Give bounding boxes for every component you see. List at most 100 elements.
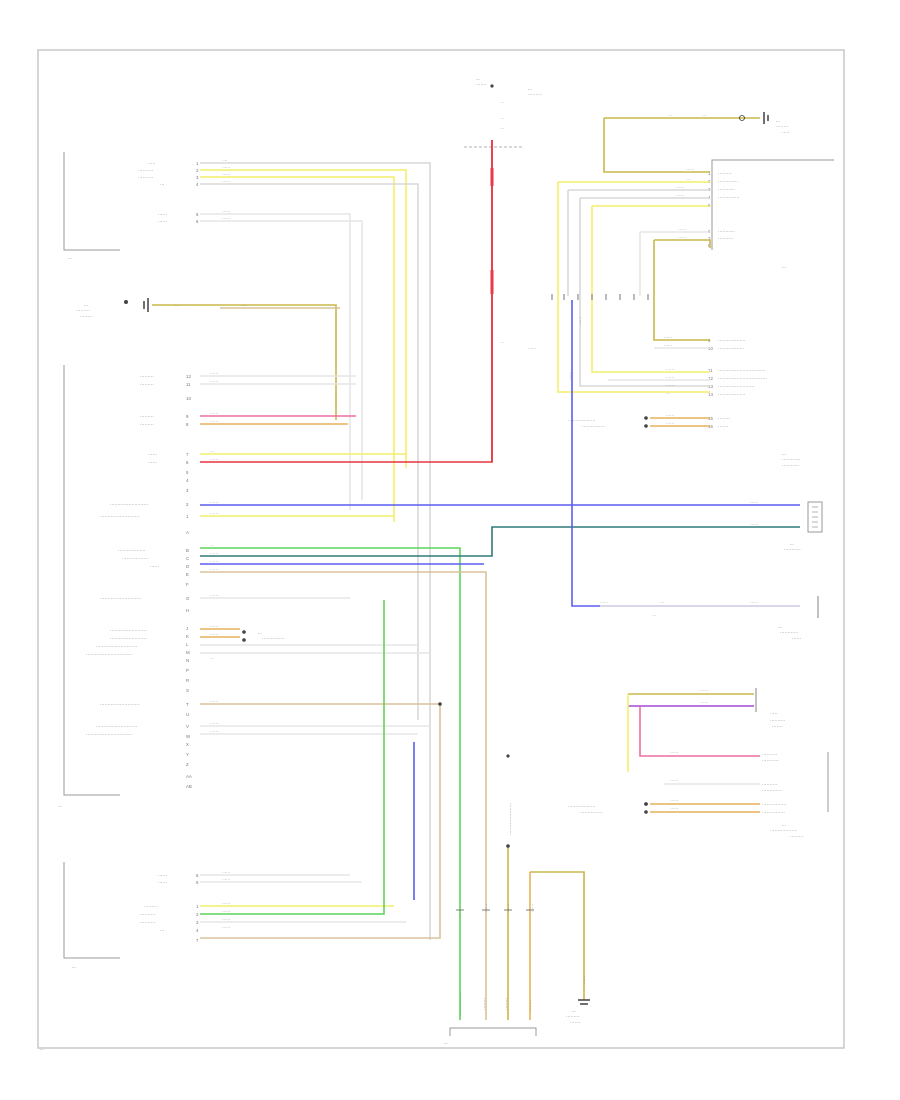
- svg-text:··········: ··········: [718, 236, 733, 241]
- top-fuse-label: ...: [476, 76, 480, 81]
- svg-text:··················: ··················: [568, 418, 596, 423]
- svg-text:······: ······: [158, 212, 167, 217]
- svg-text:···············: ···············: [762, 810, 785, 815]
- svg-text:······: ······: [568, 372, 573, 380]
- svg-text:······: ······: [210, 551, 218, 556]
- bottom-right-switch: ... ··················: [778, 596, 819, 641]
- svg-text:·········: ·········: [140, 422, 154, 427]
- svg-text:······: ······: [600, 600, 608, 605]
- right-switch-label: ...: [782, 451, 786, 456]
- svg-text:2: 2: [186, 502, 189, 507]
- svg-text:······: ······: [158, 219, 167, 224]
- svg-text:·······: ·······: [476, 82, 487, 87]
- svg-text:V: V: [186, 724, 189, 729]
- svg-text:W: W: [186, 734, 191, 739]
- svg-text:···············: ···············: [582, 424, 605, 429]
- svg-text:······························: ······························: [86, 652, 132, 657]
- svg-text:······: ······: [670, 806, 678, 811]
- svg-text:···: ···: [652, 613, 656, 618]
- svg-text:·············: ·············: [718, 179, 738, 184]
- svg-text:······: ······: [150, 564, 159, 569]
- svg-text:······: ······: [582, 976, 587, 984]
- svg-text:E: E: [186, 572, 189, 577]
- svg-text:5: 5: [196, 212, 199, 217]
- svg-text:·········: ·········: [76, 308, 90, 313]
- right-motor: ... ···········: [784, 501, 823, 552]
- svg-text:·····: ·····: [148, 161, 156, 166]
- svg-text:3: 3: [196, 920, 199, 925]
- svg-text:··························: ··························: [100, 702, 140, 707]
- svg-text:······: ······: [686, 167, 694, 172]
- svg-text:G: G: [186, 596, 190, 601]
- bottom-ground-label: ...: [572, 1008, 576, 1013]
- svg-text:·········: ·········: [566, 1014, 580, 1019]
- svg-text:··········: ··········: [140, 920, 155, 925]
- svg-text:·······: ·······: [718, 424, 729, 429]
- svg-text:···: ···: [500, 340, 504, 345]
- bottom-connector-label: ...: [444, 1040, 448, 1045]
- svg-text:······: ······: [222, 925, 230, 930]
- svg-text:·········: ·········: [140, 382, 154, 387]
- svg-text:·················: ·················: [122, 556, 148, 561]
- ground-icon-bottom: ... ················: [566, 999, 590, 1025]
- svg-text:······: ······: [210, 379, 218, 384]
- svg-text:······: ······: [676, 185, 684, 190]
- svg-text:14: 14: [708, 392, 713, 397]
- svg-text:··········: ··········: [140, 912, 155, 917]
- svg-text:··········: ··········: [762, 752, 777, 757]
- svg-text:S: S: [186, 688, 189, 693]
- svg-text:···: ···: [500, 100, 504, 105]
- svg-text:1: 1: [186, 514, 189, 519]
- svg-text:······: ······: [578, 317, 583, 325]
- wires: [152, 117, 800, 1020]
- svg-text:AA: AA: [186, 774, 192, 779]
- svg-text:F: F: [186, 582, 189, 587]
- svg-text:J: J: [186, 626, 188, 631]
- svg-text:···········: ···········: [718, 187, 735, 192]
- svg-text:··················: ··················: [718, 338, 746, 343]
- svg-text:U: U: [186, 712, 189, 717]
- svg-text:K: K: [186, 634, 189, 639]
- svg-text:··················: ··················: [770, 828, 798, 833]
- svg-text:3: 3: [196, 175, 199, 180]
- svg-text:······: ······: [222, 209, 230, 214]
- svg-text:·························: ·························: [110, 502, 148, 507]
- svg-text:·········: ·········: [528, 92, 542, 97]
- top-fuse-block: ... ······· ... ·········: [464, 76, 542, 148]
- svg-text:1: 1: [708, 171, 711, 176]
- bottom-connector: ... ················· ········ ········ …: [444, 803, 537, 1045]
- svg-text:···: ···: [702, 113, 706, 118]
- svg-text:······: ······: [666, 367, 674, 372]
- svg-text:10: 10: [708, 346, 713, 351]
- svg-text:5: 5: [186, 470, 189, 475]
- svg-text:······: ······: [210, 624, 218, 629]
- svg-text:7: 7: [186, 452, 189, 457]
- svg-text:··················: ··················: [568, 804, 596, 809]
- svg-text:···: ···: [660, 600, 664, 605]
- svg-text:······: ······: [222, 909, 230, 914]
- svg-text:······: ······: [678, 227, 686, 232]
- svg-text:···························: ···························: [100, 596, 141, 601]
- svg-text:···········: ···········: [784, 547, 801, 552]
- svg-text:··········: ··········: [138, 175, 153, 180]
- svg-text:······: ······: [222, 901, 230, 906]
- svg-text:········: ········: [80, 314, 92, 319]
- svg-text:2: 2: [196, 912, 199, 917]
- svg-text:·········: ·········: [790, 834, 804, 839]
- svg-text:········: ········: [776, 124, 788, 129]
- svg-text:···: ···: [668, 113, 672, 118]
- bottom-right-module: ····· ················· ················…: [755, 688, 829, 839]
- svg-text:···········: ···········: [718, 229, 735, 234]
- left-seat-module-label: ...: [68, 255, 72, 260]
- svg-text:9: 9: [186, 414, 189, 419]
- svg-text:R: R: [186, 678, 189, 683]
- svg-text:·······: ·······: [570, 1020, 581, 1025]
- svg-text:···············: ···············: [580, 810, 603, 815]
- svg-text:N: N: [186, 658, 189, 663]
- right-module-label: ...: [782, 264, 786, 269]
- svg-text:······: ······: [210, 632, 218, 637]
- right-seat-module: ... ············ ··················· ···…: [63, 862, 199, 969]
- splice-icons: [124, 84, 649, 911]
- svg-text:M: M: [186, 650, 190, 655]
- bottom-right-module-label: ...: [782, 822, 786, 827]
